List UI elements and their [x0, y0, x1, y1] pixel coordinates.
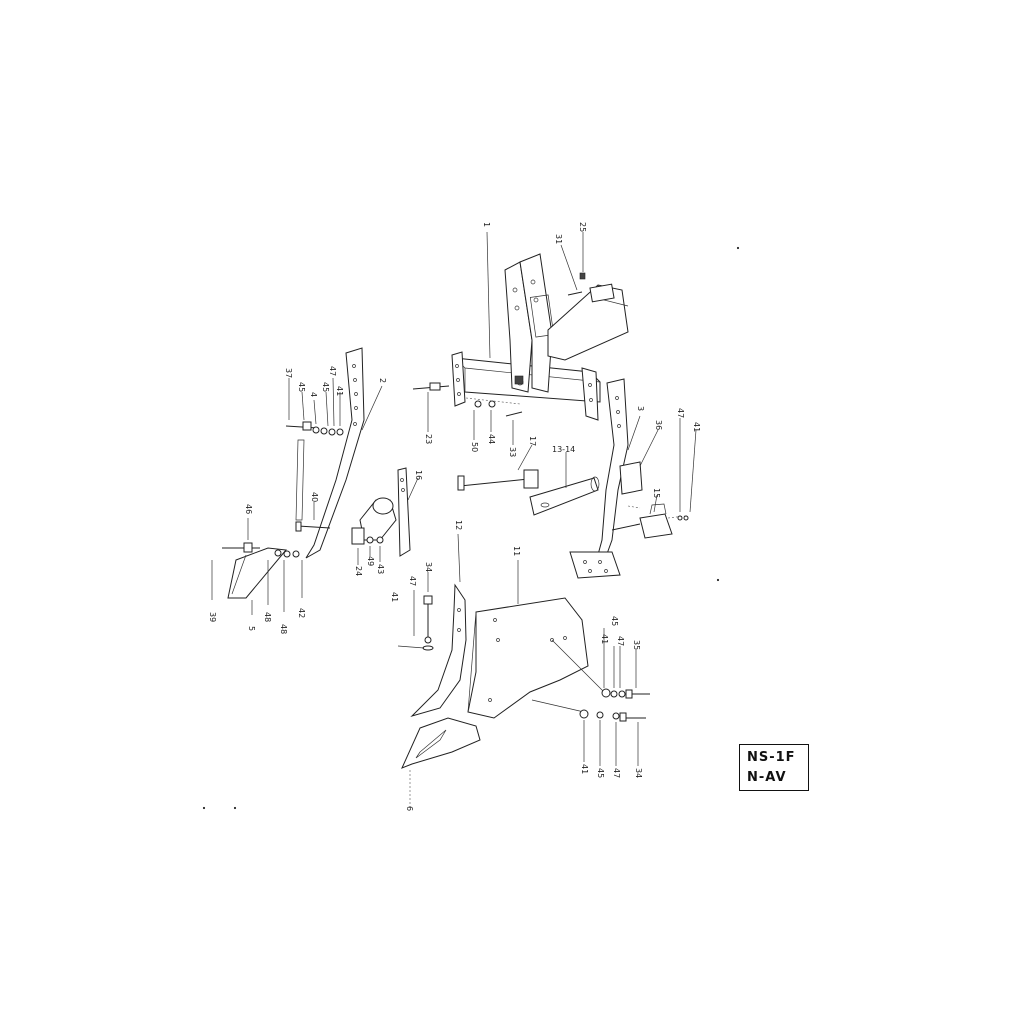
- part-number-label: 11: [512, 546, 521, 557]
- part-number-label: 47: [408, 576, 417, 587]
- part-number-label: 48: [263, 612, 272, 623]
- part-number-label: 41: [390, 592, 399, 603]
- part-number-label: 34: [634, 768, 643, 779]
- part-number-label: 45: [321, 382, 330, 393]
- frame-assembly: [451, 253, 629, 421]
- part-number-label: 6: [405, 806, 414, 812]
- part-number-label: 35: [632, 640, 641, 651]
- part-number-label: 47: [616, 636, 625, 647]
- part-number-label: 16: [414, 470, 423, 481]
- part-number-label: 44: [487, 434, 496, 445]
- part-number-label: 48: [279, 624, 288, 635]
- part-number-label: 17: [528, 436, 537, 447]
- part-number-label: 50: [470, 442, 479, 453]
- right-standard: [569, 378, 659, 579]
- part-number-label: 41: [580, 764, 589, 775]
- part-number-label: 45: [297, 382, 306, 393]
- drawing-code-line-2: N-AV: [747, 770, 787, 785]
- part-number-label: 36: [654, 420, 663, 431]
- left-standard: [305, 347, 383, 559]
- part-number-label: 42: [297, 608, 306, 619]
- part-number-label: 43: [376, 564, 385, 575]
- mouldboard: [467, 560, 605, 719]
- part-number-label: 46: [244, 504, 253, 515]
- part-number-label: 45: [596, 768, 605, 779]
- part-number-label: 47: [612, 768, 621, 779]
- part-number-label: 45: [610, 616, 619, 627]
- part-number-label: 12: [454, 520, 463, 531]
- part-number-label: 41: [335, 386, 344, 397]
- part-number-label: 33: [508, 447, 517, 458]
- part-number-label: 47: [328, 366, 337, 377]
- part-number-label: 41: [692, 422, 701, 433]
- drawing-code-box: NS-1F N-AV: [739, 744, 809, 791]
- drawing-code-line-1: NS-1F: [747, 750, 796, 765]
- part-number-label: 34: [424, 562, 433, 573]
- part-number-label: 1: [482, 222, 491, 228]
- part-number-label: 4: [309, 392, 318, 398]
- part-number-label: 13-14: [552, 445, 576, 454]
- part-number-label: 41: [600, 634, 609, 645]
- part-number-label: 5: [247, 626, 256, 632]
- part-number-label: 3: [636, 406, 645, 412]
- part-number-label: 15: [652, 488, 661, 499]
- part-number-label: 39: [208, 612, 217, 623]
- part-number-label: 2: [378, 378, 387, 384]
- part-number-label: 37: [284, 368, 293, 379]
- part-number-label: 47: [676, 408, 685, 419]
- part-number-label: 24: [354, 566, 363, 577]
- part-number-label: 40: [310, 492, 319, 503]
- part-number-label: 49: [366, 556, 375, 567]
- part-number-label: 25: [578, 222, 587, 233]
- part-number-label: 31: [554, 234, 563, 245]
- part-number-label: 23: [424, 434, 433, 445]
